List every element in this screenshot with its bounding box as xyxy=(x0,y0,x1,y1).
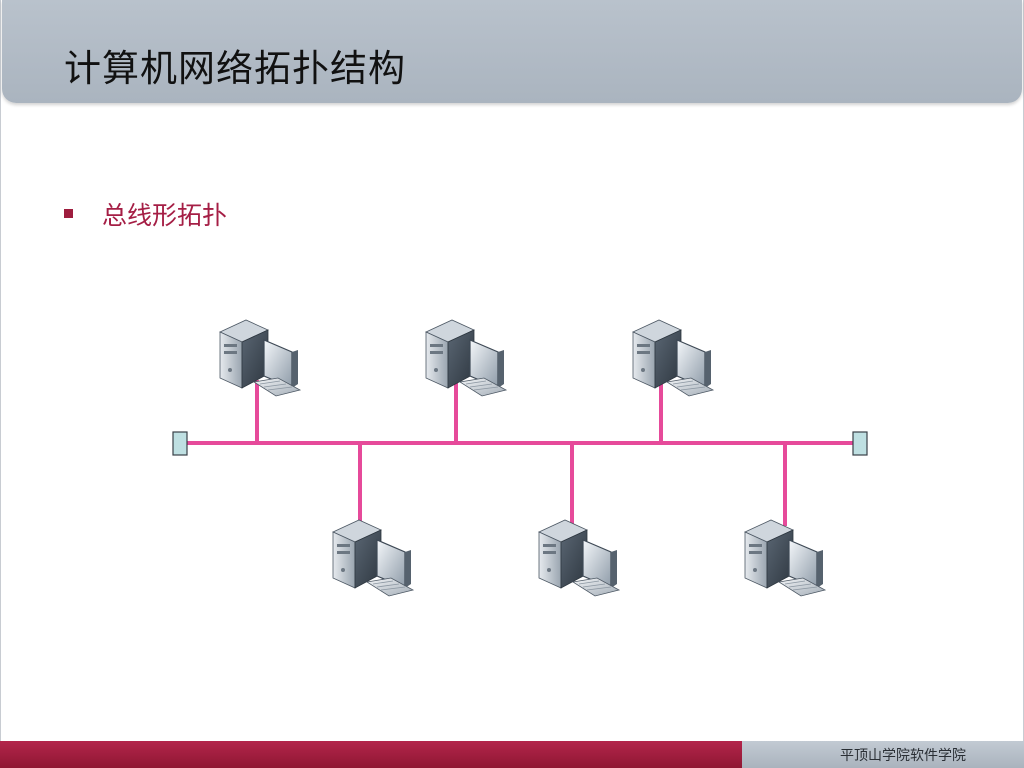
bullet-text: 总线形拓扑 xyxy=(102,201,228,230)
footer-label-bar: 平顶山学院软件学院 xyxy=(742,741,1024,768)
title-bar: 计算机网络拓扑结构 xyxy=(2,0,1022,103)
page-title: 计算机网络拓扑结构 xyxy=(64,47,406,90)
computer-icon xyxy=(632,319,714,397)
computer-icon xyxy=(744,519,826,597)
footer-accent-bar xyxy=(0,741,742,768)
bullet-square-icon xyxy=(64,209,73,218)
computer-icon xyxy=(219,319,301,397)
footer-text: 平顶山学院软件学院 xyxy=(840,748,966,764)
computer-icon xyxy=(332,519,414,597)
computer-icon xyxy=(538,519,620,597)
computer-icon xyxy=(425,319,507,397)
terminator-left xyxy=(172,431,188,456)
terminator-right xyxy=(852,431,868,456)
